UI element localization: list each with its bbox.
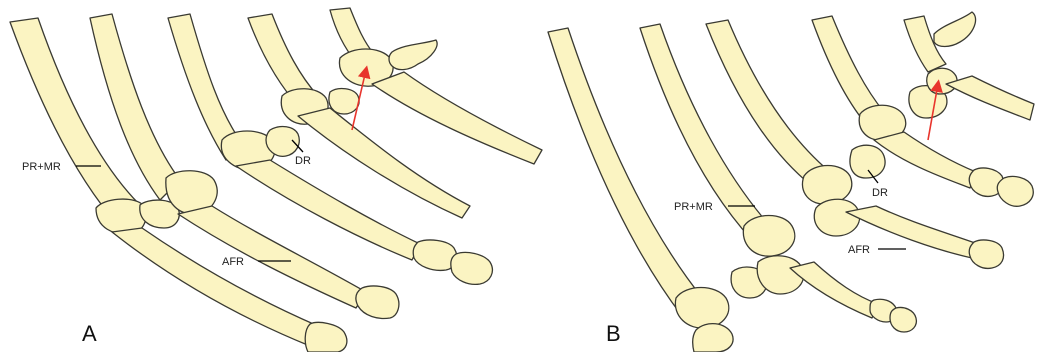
panel-a-dr xyxy=(266,127,299,157)
panel-b-ray3-joint xyxy=(814,199,859,236)
panel-b-ray1-proximal xyxy=(548,28,704,316)
panel-b-prmr-label: PR+MR xyxy=(674,201,713,213)
panel-a: PR+MR DR AFR A xyxy=(10,8,542,352)
panel-b-ray1-base xyxy=(693,324,733,352)
panel-b-afr-label: AFR xyxy=(848,244,870,256)
panel-a-afr-label: AFR xyxy=(222,256,244,268)
panel-a-dr-label: DR xyxy=(295,155,311,167)
panel-b-ray5-dr xyxy=(927,68,957,94)
panel-b-ray5-cap xyxy=(934,12,976,47)
panel-b-letter: B xyxy=(606,321,621,346)
panel-a-ray5-small xyxy=(329,89,359,114)
panel-b-ray5-distal xyxy=(946,76,1034,120)
panel-b-ray3-seg1 xyxy=(969,240,1003,268)
panel-a-prmr-label: PR+MR xyxy=(22,161,61,173)
panel-b-ray4-distal xyxy=(874,132,976,188)
panel-b-ray3-knob xyxy=(802,166,851,205)
panel-a-ray1-tip xyxy=(305,322,347,352)
panel-a-ray1-distal xyxy=(112,228,318,346)
panel-a-ray5-cap xyxy=(389,40,437,70)
panel-a-ray3-seg2 xyxy=(451,252,493,284)
panel-b-ray3-proximal xyxy=(706,20,830,186)
panel-b-ray2-seg2 xyxy=(890,307,916,332)
panel-a-ray2-tip xyxy=(356,286,399,319)
panel-a-letter: A xyxy=(82,321,97,346)
panel-a-ray5-distal xyxy=(372,72,542,164)
panel-b-dr xyxy=(850,145,885,178)
panel-b-ray1-knob xyxy=(675,288,728,329)
panel-b-ray4-seg2 xyxy=(997,176,1033,206)
panel-b-dr-label: DR xyxy=(872,187,888,199)
panel-b: PR+MR DR AFR B xyxy=(548,12,1034,352)
panel-b-ray2-distal xyxy=(790,262,878,318)
panel-b-ray2-knob xyxy=(743,216,794,257)
